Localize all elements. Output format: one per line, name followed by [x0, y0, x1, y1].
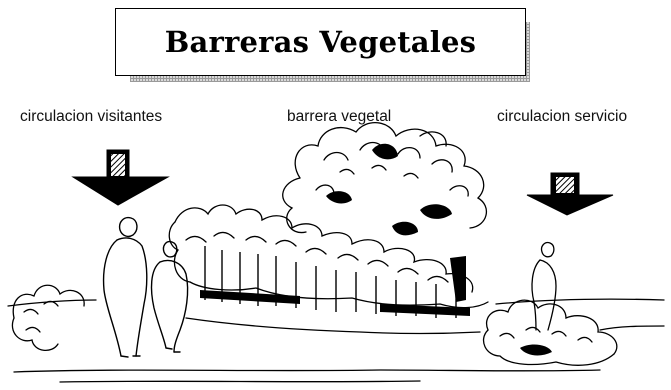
label-barrera-vegetal: barrera vegetal: [287, 108, 392, 125]
down-arrow-icon: [526, 172, 614, 216]
right-bush-shading: [520, 344, 552, 356]
down-arrow-icon: [71, 149, 170, 206]
visitor-figures: [102, 216, 189, 358]
hedge-shading: [200, 256, 470, 316]
right-bush: [483, 299, 618, 366]
label-circulacion-servicio: circulacion servicio: [497, 108, 628, 125]
hedge-barrier: [168, 204, 489, 309]
ground-lines: [7, 298, 665, 383]
title-box: Barreras Vegetales: [115, 8, 526, 76]
label-circulacion-visitantes: circulacion visitantes: [20, 108, 163, 125]
page-title: Barreras Vegetales: [164, 25, 477, 59]
left-shrubs: [11, 284, 85, 351]
service-figure: [531, 241, 557, 331]
canopy-shading: [326, 143, 452, 236]
tree-canopy: [282, 122, 488, 234]
